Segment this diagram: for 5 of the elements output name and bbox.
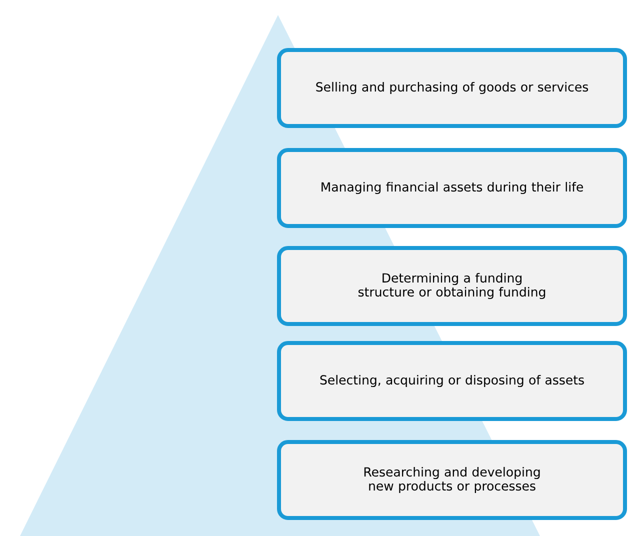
- text-box: Researching and developing new products or processes: [277, 440, 627, 520]
- text-box: Selecting, acquiring or disposing of assets: [277, 341, 627, 421]
- text-box: Managing financial assets during their life: [277, 148, 627, 228]
- text-box: Selling and purchasing of goods or services: [277, 48, 627, 128]
- text-box: Determining a funding structure or obtaining funding: [277, 246, 627, 326]
